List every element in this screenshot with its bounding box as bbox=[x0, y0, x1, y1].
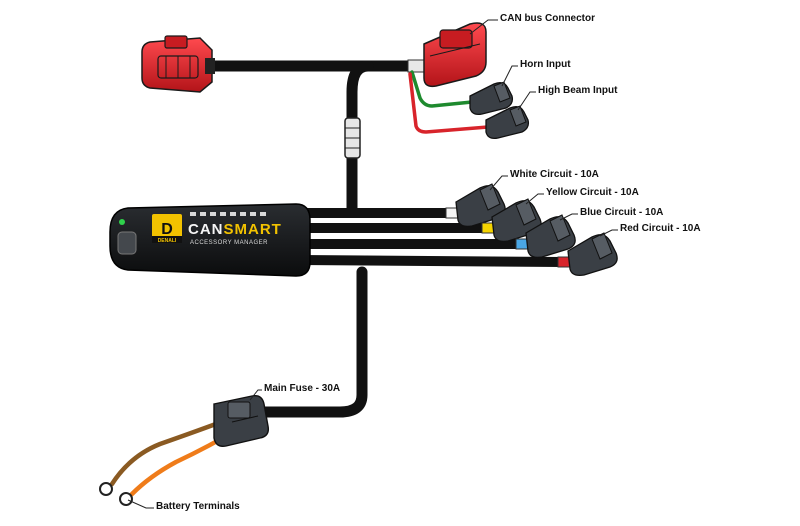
leader-horn bbox=[501, 65, 518, 87]
brown-battery-wire bbox=[109, 415, 235, 487]
battery-ring-terminals bbox=[99, 482, 133, 506]
horn-green-wire bbox=[410, 70, 474, 108]
cansmart-module: D DENALI CANSMART ACCESSORY MANAGER bbox=[109, 203, 311, 277]
indicator-bars bbox=[190, 212, 266, 216]
leader-high-beam bbox=[517, 91, 536, 111]
high-beam-red-wire bbox=[408, 72, 490, 134]
ring-terminal-1 bbox=[99, 482, 113, 496]
battery-terminals-label: Battery Terminals bbox=[156, 501, 240, 512]
brand-prefix: CAN bbox=[188, 221, 224, 238]
power-cable bbox=[256, 266, 368, 418]
red-circuit-connector bbox=[557, 232, 618, 277]
horn-input-label: Horn Input bbox=[520, 59, 571, 70]
can-bus-connector bbox=[407, 22, 487, 88]
left-red-connector bbox=[141, 35, 215, 93]
leader-blue bbox=[559, 213, 578, 221]
harness-cables bbox=[199, 60, 567, 418]
svg-text:D: D bbox=[161, 221, 173, 238]
main-fuse-holder bbox=[213, 394, 270, 448]
leader-red bbox=[599, 229, 618, 237]
blue-circuit-label: Blue Circuit - 10A bbox=[580, 207, 664, 218]
main-fuse-label: Main Fuse - 30A bbox=[264, 383, 341, 394]
denali-logo bbox=[152, 214, 182, 240]
module-subtitle: ACCESSORY MANAGER bbox=[190, 240, 268, 246]
leader-lines bbox=[127, 19, 618, 509]
high-beam-input-label: High Beam Input bbox=[538, 85, 618, 96]
white-circuit-label: White Circuit - 10A bbox=[510, 169, 599, 180]
yellow-circuit-label: Yellow Circuit - 10A bbox=[546, 187, 639, 198]
leader-fuse bbox=[249, 389, 262, 401]
leader-yellow bbox=[525, 193, 544, 205]
leader-battery bbox=[127, 499, 154, 509]
red-circuit-label: Red Circuit - 10A bbox=[620, 223, 701, 234]
leader-can-bus bbox=[469, 19, 498, 35]
brand-suffix: SMART bbox=[224, 221, 282, 238]
ring-terminal-2 bbox=[119, 492, 133, 506]
leader-white bbox=[489, 175, 508, 191]
horn-input-connector bbox=[469, 81, 514, 116]
inline-connector bbox=[344, 117, 361, 159]
status-led bbox=[119, 219, 125, 225]
input-wires bbox=[408, 70, 490, 134]
module-port bbox=[117, 231, 137, 255]
high-beam-input-connector bbox=[485, 105, 530, 140]
logo-text: DENALI bbox=[158, 238, 177, 244]
vertical-trunk-cable bbox=[346, 60, 374, 216]
brand-name: CANSMART bbox=[188, 221, 282, 238]
can-bus-label: CAN bus Connector bbox=[500, 13, 595, 24]
red-circuit-cable bbox=[295, 255, 567, 267]
blue-circuit-connector bbox=[515, 214, 576, 259]
